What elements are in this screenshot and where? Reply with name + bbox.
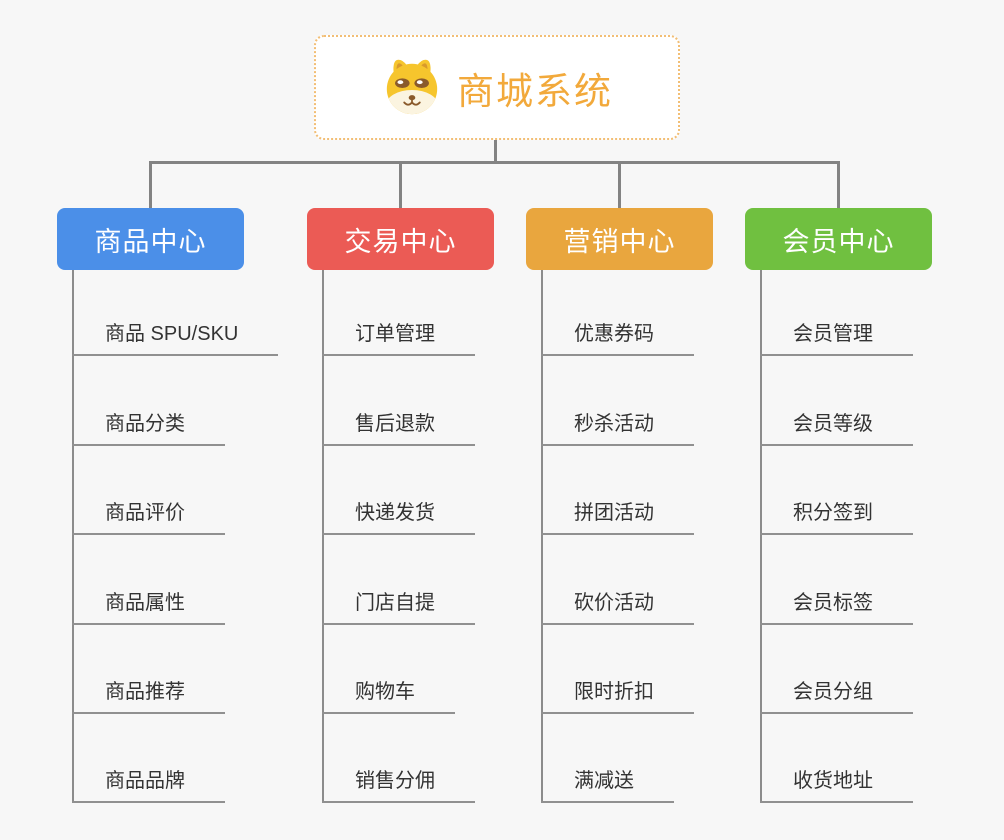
leaf-item[interactable]: 限时折扣 xyxy=(541,678,694,714)
branch-node-member[interactable]: 会员中心 xyxy=(745,208,932,270)
leaf-item[interactable]: 销售分佣 xyxy=(322,767,475,803)
leaf-item[interactable]: 会员标签 xyxy=(760,589,913,625)
root-node[interactable]: 商城系统 xyxy=(314,35,680,140)
leaf-item[interactable]: 积分签到 xyxy=(760,499,913,535)
branch-spine xyxy=(541,270,543,803)
branch-spine xyxy=(322,270,324,803)
root-title: 商城系统 xyxy=(457,70,613,112)
connector-drop xyxy=(618,161,621,208)
leaf-item[interactable]: 售后退款 xyxy=(322,410,475,446)
leaf-item[interactable]: 秒杀活动 xyxy=(541,410,694,446)
leaf-item[interactable]: 会员分组 xyxy=(760,678,913,714)
connector-rail xyxy=(149,161,840,164)
leaf-item[interactable]: 商品分类 xyxy=(72,410,225,446)
leaf-item[interactable]: 满减送 xyxy=(541,767,674,803)
leaf-item[interactable]: 砍价活动 xyxy=(541,589,694,625)
branch-spine xyxy=(760,270,762,803)
connector-drop xyxy=(837,161,840,208)
leaf-item[interactable]: 优惠券码 xyxy=(541,320,694,356)
leaf-item[interactable]: 商品评价 xyxy=(72,499,225,535)
branch-spine xyxy=(72,270,74,803)
leaf-item[interactable]: 商品品牌 xyxy=(72,767,225,803)
leaf-item[interactable]: 拼团活动 xyxy=(541,499,694,535)
leaf-item[interactable]: 商品 SPU/SKU xyxy=(72,320,279,356)
branch-node-marketing[interactable]: 营销中心 xyxy=(526,208,713,270)
leaf-item[interactable]: 门店自提 xyxy=(322,589,475,625)
branch-node-trade[interactable]: 交易中心 xyxy=(307,208,494,270)
leaf-item[interactable]: 商品推荐 xyxy=(72,678,225,714)
leaf-item[interactable]: 购物车 xyxy=(322,678,455,714)
leaf-item[interactable]: 会员管理 xyxy=(760,320,913,356)
connector-drop xyxy=(149,161,152,208)
leaf-item[interactable]: 会员等级 xyxy=(760,410,913,446)
branch-node-product[interactable]: 商品中心 xyxy=(57,208,244,270)
leaf-item[interactable]: 商品属性 xyxy=(72,589,225,625)
connector-drop xyxy=(399,161,402,208)
leaf-item[interactable]: 快递发货 xyxy=(322,499,475,535)
dog-icon xyxy=(386,59,438,114)
leaf-item[interactable]: 订单管理 xyxy=(322,320,475,356)
connector-root-drop xyxy=(494,140,497,162)
leaf-item[interactable]: 收货地址 xyxy=(760,767,913,803)
